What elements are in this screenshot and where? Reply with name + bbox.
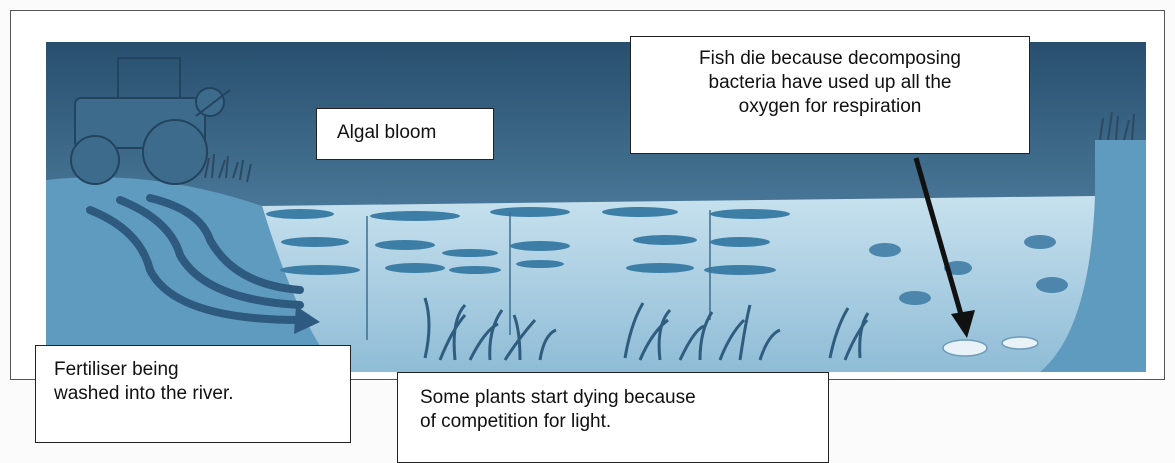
fish-die-line-1: Fish die because decomposing: [639, 47, 1021, 71]
fish-die-line-2: bacteria have used up all the: [639, 71, 1021, 95]
algal-bloom-label: Algal bloom: [316, 108, 494, 160]
fertiliser-line-1: Fertiliser being: [54, 358, 350, 382]
fish-die-label: Fish die because decomposing bacteria ha…: [630, 36, 1030, 154]
fish-die-line-3: oxygen for respiration: [639, 95, 1021, 119]
fertiliser-label: Fertiliser being washed into the river.: [35, 345, 351, 443]
algal-bloom-text: Algal bloom: [337, 122, 436, 143]
plants-dying-label: Some plants start dying because of compe…: [397, 372, 829, 463]
plants-dying-line-2: of competition for light.: [420, 410, 828, 434]
fertiliser-line-2: washed into the river.: [54, 382, 350, 406]
plants-dying-line-1: Some plants start dying because: [420, 386, 828, 410]
